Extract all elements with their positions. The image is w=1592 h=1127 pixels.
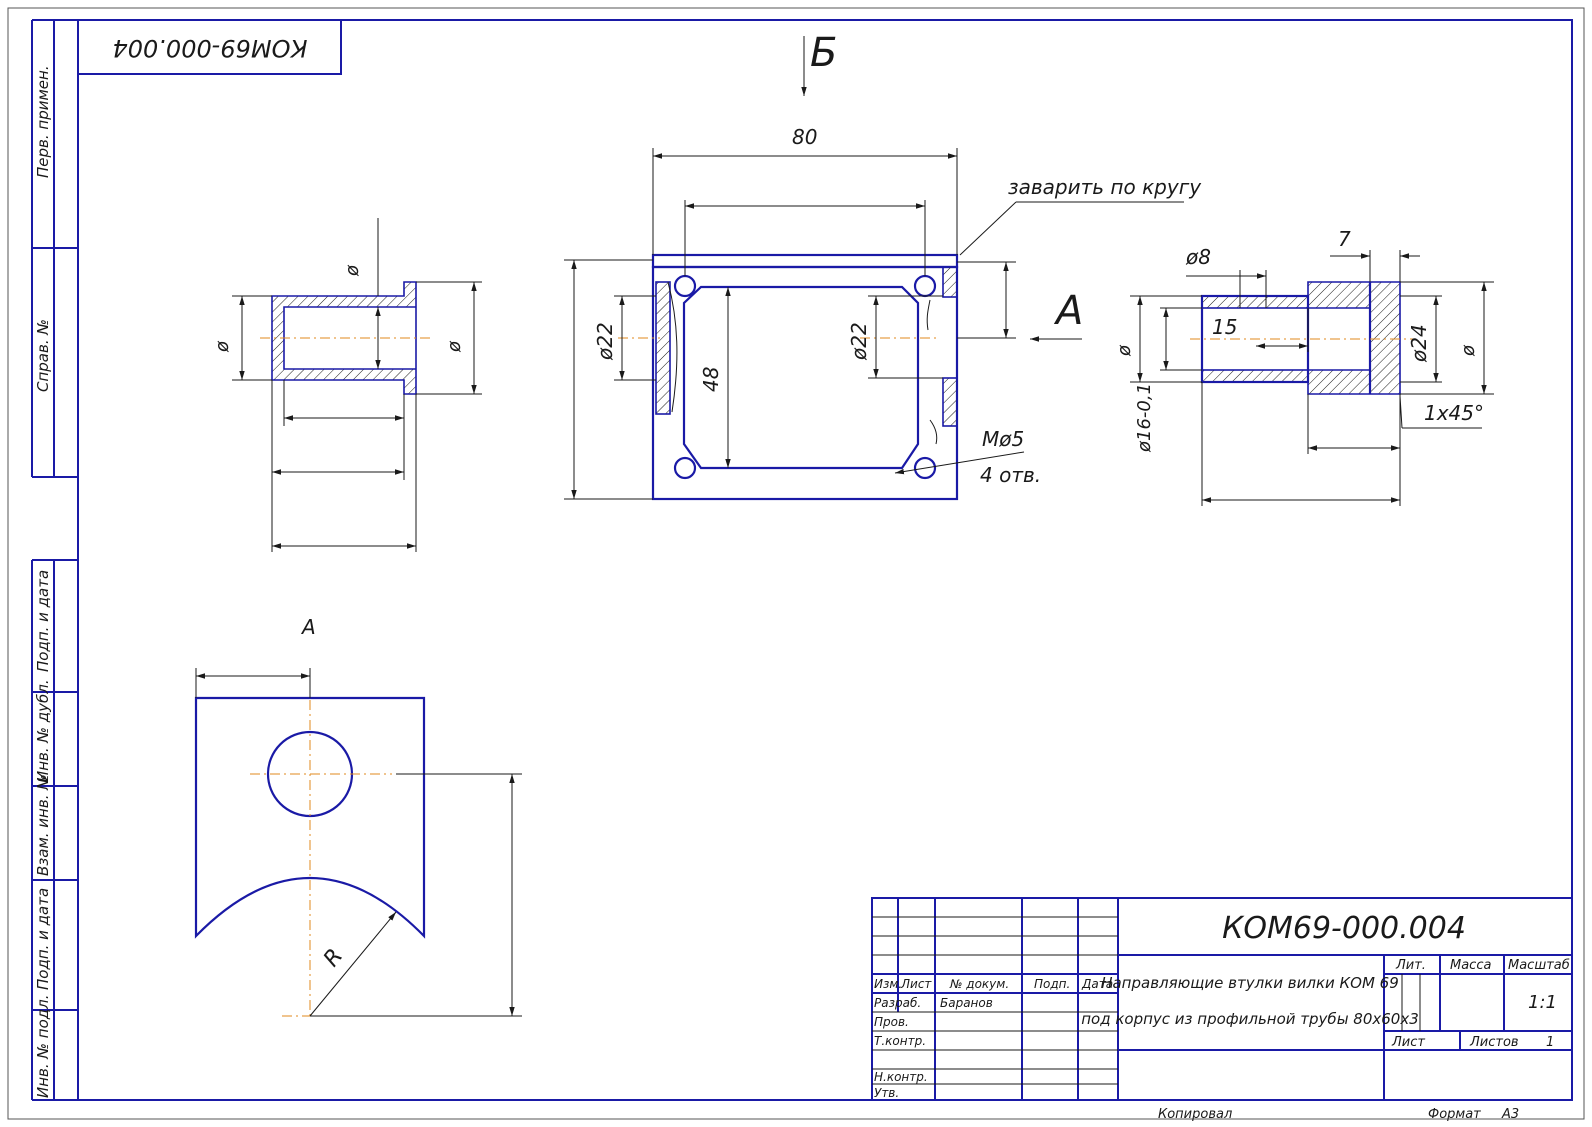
side-margin-columns: [31, 19, 78, 1101]
side-label-podp-data-2: Подп. и дата: [34, 888, 52, 990]
label-massa: Масса: [1450, 958, 1491, 973]
razrab-name: Баранов: [940, 996, 993, 1010]
view-b-label: Б: [810, 30, 837, 76]
dim-width-80: 80: [792, 125, 817, 149]
right-dim-phi-right: ø: [1458, 344, 1479, 357]
sheets-count: 1: [1546, 1035, 1554, 1050]
row-razrab: Разраб.: [874, 996, 921, 1010]
label-copied: Копировал: [1158, 1107, 1232, 1122]
row-prov: Пров.: [874, 1015, 909, 1029]
right-dim-15: 15: [1212, 315, 1237, 339]
row-tkontr: Т.контр.: [874, 1034, 926, 1048]
center-main-view: [564, 36, 1184, 501]
side-label-inv-dubl: Инв. № дубл.: [34, 679, 52, 782]
dim-holes-count: 4 отв.: [980, 463, 1041, 487]
label-format: Формат: [1428, 1107, 1481, 1122]
dim-thread-m5: Мø5: [982, 427, 1024, 451]
label-masshtab: Масштаб: [1508, 958, 1570, 973]
side-label-podp-data-1: Подп. и дата: [34, 570, 52, 672]
left-dim-phi-right: ø: [444, 340, 465, 353]
col-doc: № докум.: [949, 977, 1009, 991]
right-dim-dia8: ø8: [1185, 245, 1211, 269]
top-stamp-box: [77, 19, 342, 75]
col-podp: Подп.: [1034, 977, 1070, 991]
title-block: [871, 897, 1573, 1101]
right-dim-7: 7: [1338, 227, 1351, 251]
sheet-outer-border: [7, 7, 1585, 1120]
left-dim-phi-left: ø: [212, 340, 233, 353]
dim-height-48: 48: [699, 367, 723, 392]
side-label-sprav-no: Справ. №: [34, 319, 52, 392]
row-utv: Утв.: [874, 1086, 899, 1100]
side-label-inv-podl: Инв. № подл.: [34, 995, 52, 1098]
view-a-title: А: [300, 615, 316, 639]
left-dim-phi-top: ø: [342, 264, 363, 277]
title-name-line1: Направляющие втулки вилки КОМ 69: [1101, 974, 1399, 992]
row-nkontr: Н.контр.: [874, 1070, 928, 1084]
label-lit: Лит.: [1395, 958, 1426, 973]
view-a-radius: R: [319, 944, 348, 971]
right-dim-dia16: ø16-0,1: [1134, 383, 1155, 453]
label-sheet: Лист: [1391, 1035, 1425, 1050]
top-stamp-designation: КОМ69-000.004: [112, 34, 307, 62]
weld-note: заварить по кругу: [1008, 175, 1202, 199]
format-value: А3: [1501, 1107, 1519, 1122]
col-list: Лист: [900, 977, 932, 991]
right-dim-phi-left: ø: [1114, 344, 1135, 357]
right-stepped-sleeve-section: [1130, 250, 1494, 506]
left-sleeve-section: [232, 218, 482, 552]
dim-dia22-left: ø22: [593, 322, 617, 361]
side-label-perv-primen: Перв. примен.: [34, 65, 52, 178]
side-label-vzam-inv: Взам. инв. №: [34, 774, 52, 876]
title-designation: КОМ69-000.004: [1222, 911, 1466, 946]
view-a-arrow-label: А: [1053, 288, 1083, 334]
right-dim-dia24: ø24: [1407, 324, 1431, 363]
scale-value: 1:1: [1528, 992, 1557, 1013]
label-sheets: Листов: [1469, 1035, 1519, 1050]
view-a-detail: [194, 668, 522, 1018]
dim-dia22-right: ø22: [847, 322, 871, 361]
col-date: Дата: [1081, 977, 1113, 991]
right-dim-chamfer: 1х45°: [1424, 401, 1484, 425]
col-izm: Изм.: [874, 977, 902, 991]
title-name-line2: под корпус из профильной трубы 80х60х3: [1081, 1010, 1419, 1028]
